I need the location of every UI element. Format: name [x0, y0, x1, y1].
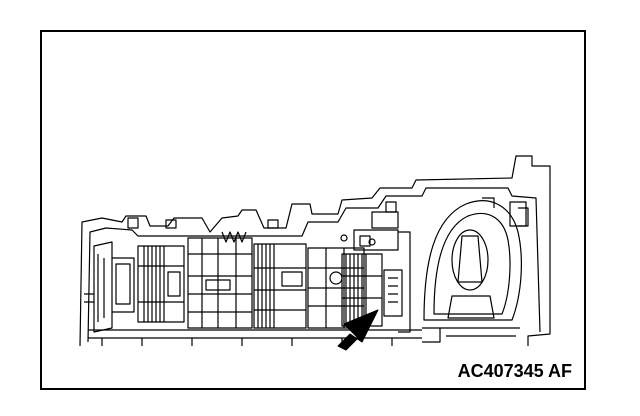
planetary-gearset-2 [307, 247, 365, 329]
transmission-cross-section [79, 155, 551, 351]
planetary-gearset-1 [187, 231, 253, 329]
main-shaft [88, 327, 441, 346]
torque-converter [423, 197, 529, 337]
left-end-cover [84, 241, 135, 333]
reference-code: AC407345 AF [457, 361, 572, 381]
arrow-icon [337, 309, 379, 351]
figure-frame: AC407345 AF [40, 30, 586, 390]
housing-outline [79, 155, 551, 347]
front-clutch-pack [137, 245, 185, 323]
rear-clutch-pack [341, 253, 403, 327]
clutch-drum-2 [253, 243, 307, 329]
fasteners [127, 201, 397, 246]
housing-inner [87, 187, 541, 343]
